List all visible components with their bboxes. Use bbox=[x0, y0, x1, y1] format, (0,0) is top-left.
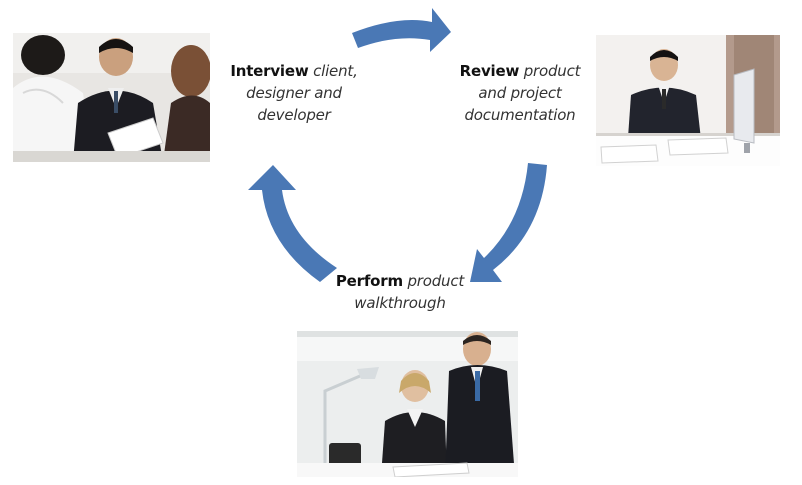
interview-photo bbox=[13, 33, 210, 162]
step-text: and project bbox=[478, 84, 562, 102]
step-text: product bbox=[519, 62, 581, 80]
step-text: designer and bbox=[246, 84, 342, 102]
step-keyword: Interview bbox=[230, 62, 309, 80]
step-text: documentation bbox=[464, 106, 576, 124]
step-text: developer bbox=[257, 106, 331, 124]
step-interview-label: Interview client, designer and developer bbox=[229, 60, 359, 126]
curved-arrow-icon bbox=[470, 163, 547, 282]
step-review-label: Review product and project documentation bbox=[450, 60, 590, 126]
curved-arrow-icon bbox=[248, 165, 337, 282]
step-keyword: Review bbox=[459, 62, 520, 80]
step-keyword: Perform bbox=[335, 272, 403, 290]
step-text: product bbox=[402, 272, 465, 290]
step-perform-label: Perform product walkthrough bbox=[330, 270, 470, 314]
walkthrough-photo bbox=[297, 331, 518, 477]
curved-arrow-icon bbox=[352, 8, 451, 52]
review-photo bbox=[596, 35, 780, 166]
step-text: walkthrough bbox=[354, 294, 446, 312]
step-text: client, bbox=[308, 62, 358, 80]
